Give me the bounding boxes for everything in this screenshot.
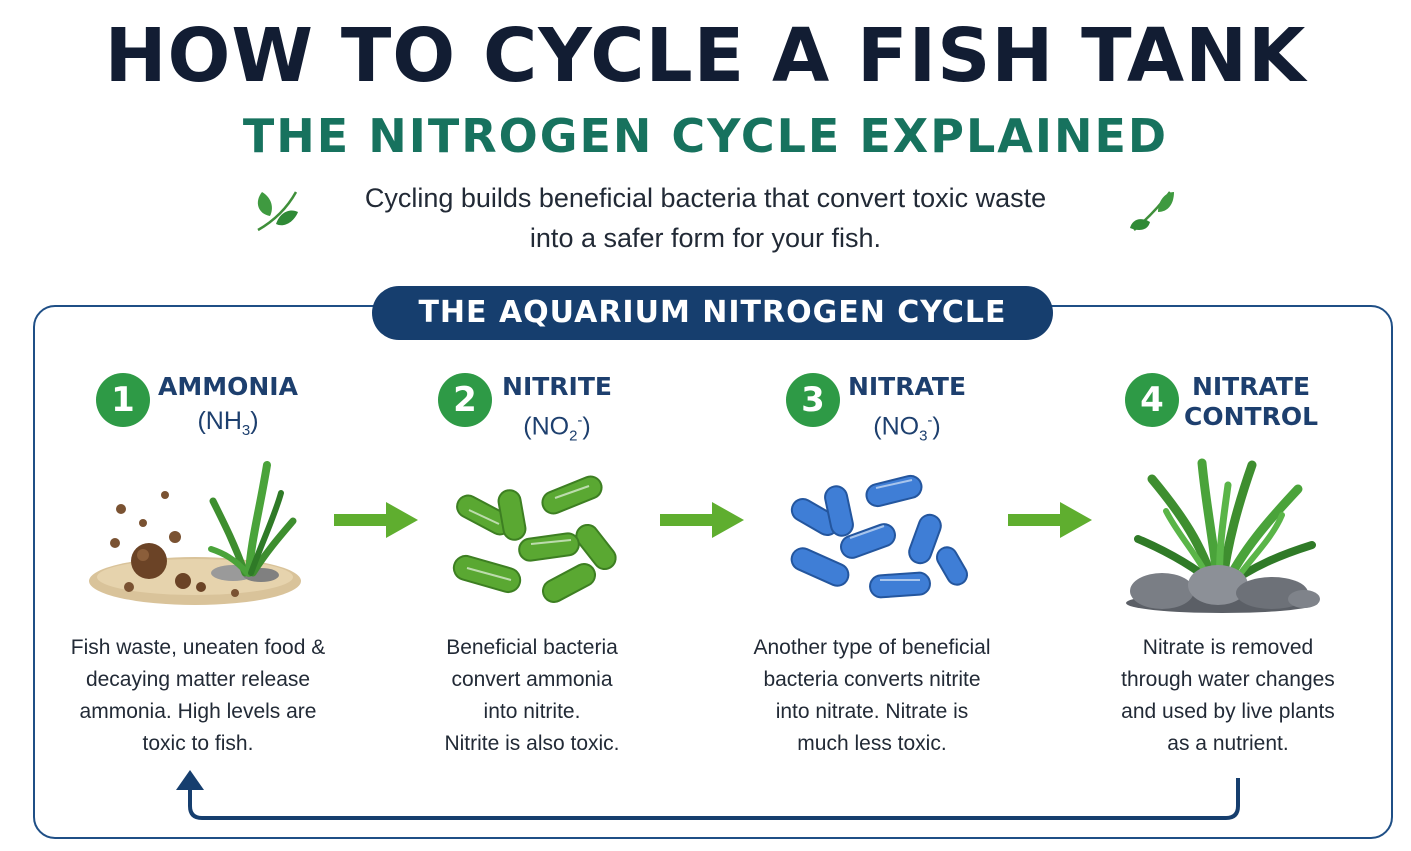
formula-base: (NO — [523, 412, 570, 441]
formula-subscript: 3 — [241, 422, 251, 439]
arrow-2-to-3-icon — [660, 502, 744, 538]
step-2-desc-line-3: into nitrite. — [483, 700, 581, 723]
step-1-number: 1 — [96, 373, 150, 427]
step-1-description: Fish waste, uneaten food & decaying matt… — [48, 632, 348, 760]
formula-end: ) — [582, 412, 591, 441]
plants-and-rocks-icon — [1126, 458, 1320, 613]
step-4-desc-line-2: through water changes — [1121, 668, 1335, 691]
step-2-desc-line-1: Beneficial bacteria — [446, 636, 618, 659]
page-title: HOW TO CYCLE A FISH TANK — [104, 13, 1307, 99]
step-4-desc-line-1: Nitrate is removed — [1142, 636, 1314, 659]
step-3-formula: (NO3-) — [846, 406, 968, 451]
step-2-formula: (NO2-) — [498, 406, 616, 451]
arrow-1-to-2-icon — [334, 502, 418, 538]
step-1-desc-line-1: Fish waste, uneaten food & — [70, 636, 326, 659]
step-1-desc-line-2: decaying matter release — [85, 668, 311, 691]
step-4-label-line-2: CONTROL — [1184, 402, 1319, 431]
cycle-banner: THE AQUARIUM NITROGEN CYCLE — [372, 286, 1053, 340]
step-3-label: NITRATE — [847, 372, 967, 401]
step-4-desc-line-3: and used by live plants — [1121, 700, 1335, 723]
step-3-number: 3 — [786, 373, 840, 427]
formula-subscript: 3 — [919, 427, 928, 445]
formula-base: (NO — [873, 412, 920, 441]
step-2-description: Beneficial bacteria convert ammonia into… — [382, 632, 682, 760]
step-3-desc-line-3: into nitrate. Nitrate is — [775, 700, 969, 723]
step-1-label: AMMONIA — [158, 372, 298, 401]
formula-superscript: - — [577, 412, 583, 429]
step-1-formula: (NH3) — [156, 406, 300, 446]
intro-text: Cycling builds beneficial bacteria that … — [280, 178, 1131, 258]
arrow-3-to-4-icon — [1008, 502, 1092, 538]
formula-base: (NH — [197, 407, 242, 435]
step-4-desc-line-4: as a nutrient. — [1167, 732, 1289, 755]
step-3-desc-line-1: Another type of beneficial — [753, 636, 991, 659]
blue-bacteria-icon — [790, 474, 968, 599]
step-3-description: Another type of beneficial bacteria conv… — [722, 632, 1022, 760]
green-bacteria-icon — [452, 475, 617, 603]
step-2-desc-line-4: Nitrite is also toxic. — [444, 732, 620, 755]
intro-line-1: Cycling builds beneficial bacteria that … — [364, 183, 1047, 213]
step-3-desc-line-2: bacteria converts nitrite — [763, 668, 981, 691]
formula-end: ) — [250, 407, 259, 435]
leaf-left-icon — [257, 191, 298, 232]
formula-superscript: - — [927, 412, 933, 429]
formula-subscript: 2 — [569, 427, 578, 445]
step-2-desc-line-2: convert ammonia — [451, 668, 613, 691]
waste-and-plant-icon — [89, 461, 301, 605]
step-1-desc-line-4: toxic to fish. — [142, 732, 254, 755]
step-4-label: NITRATE CONTROL — [1184, 372, 1318, 432]
page-subtitle: THE NITROGEN CYCLE EXPLAINED — [242, 109, 1169, 163]
step-2-label: NITRITE — [502, 372, 612, 401]
intro-line-2: into a safer form for your fish. — [529, 223, 882, 253]
step-3-desc-line-4: much less toxic. — [797, 732, 947, 755]
leaf-right-icon — [1130, 191, 1174, 231]
formula-end: ) — [932, 412, 941, 441]
step-4-description: Nitrate is removed through water changes… — [1078, 632, 1378, 760]
step-1-desc-line-3: ammonia. High levels are — [79, 700, 317, 723]
step-4-number: 4 — [1125, 373, 1179, 427]
step-2-number: 2 — [438, 373, 492, 427]
step-4-label-line-1: NITRATE — [1191, 372, 1311, 401]
